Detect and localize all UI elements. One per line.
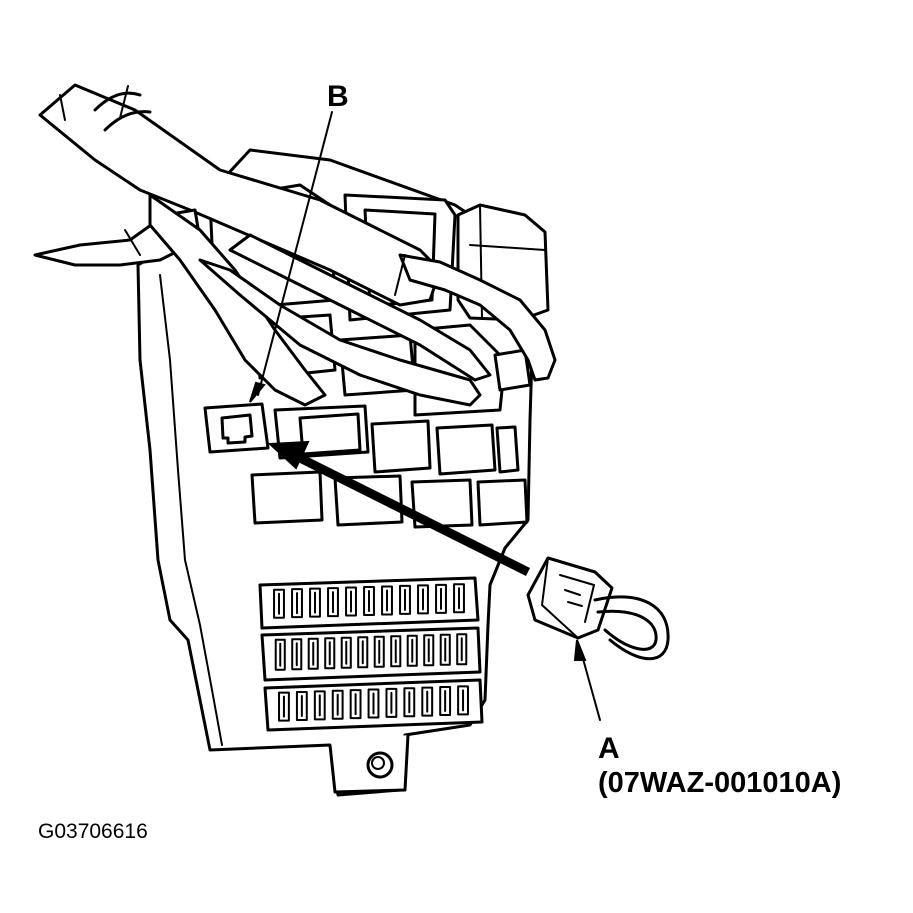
wire-harness [33, 83, 557, 407]
insertion-arrow [267, 440, 531, 577]
label-b: B [327, 80, 349, 113]
leader-line-b [257, 111, 333, 396]
part-number-label: (07WAZ-001010A) [598, 767, 841, 799]
figure-code: G03706616 [38, 820, 148, 843]
fuse-rows [258, 576, 484, 732]
leader-arrow-a [573, 639, 587, 661]
leader-arrow-b [249, 381, 266, 403]
connector-row-top [203, 402, 520, 476]
label-a: A [598, 732, 620, 765]
jumper-connector [526, 556, 670, 661]
